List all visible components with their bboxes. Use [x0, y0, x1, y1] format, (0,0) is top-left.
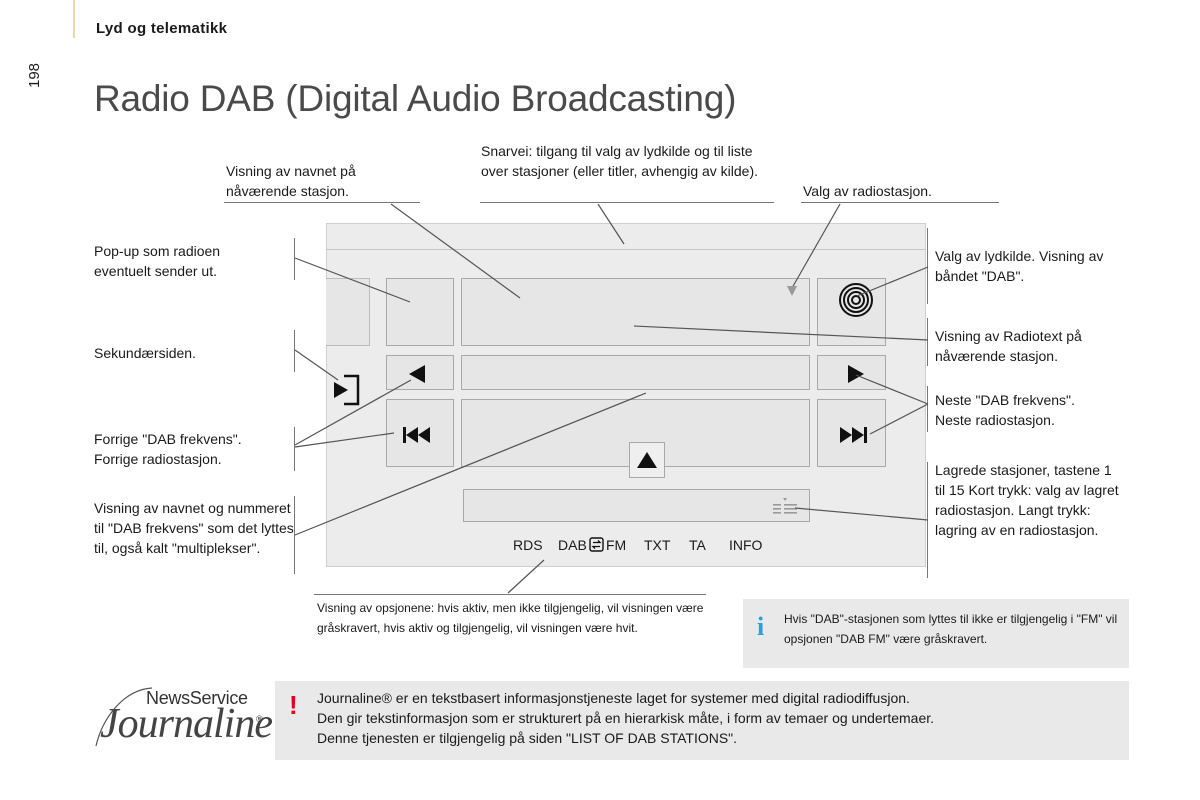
callout-station-name: Visning av navnet på nåværende stasjon. [226, 163, 356, 199]
logo-swoosh [95, 687, 153, 747]
multiplex-panel[interactable] [463, 489, 810, 522]
triangle-up-icon [637, 452, 657, 468]
skip-back-icon [403, 427, 430, 443]
callout-secondary: Sekundærsiden. [94, 345, 196, 361]
info-note [743, 599, 1129, 668]
logo-registered-mark: ® [256, 714, 263, 724]
callout-presets: Lagrede stasjoner, tastene 1 til 15 Kort… [935, 462, 1119, 538]
option-dab[interactable]: DAB [558, 537, 587, 553]
callout-bracket [294, 496, 295, 574]
prev-frequency-button[interactable] [386, 399, 454, 467]
callout-bracket [294, 330, 295, 372]
warning-line: Den gir tekstinformasjon som er struktur… [317, 710, 935, 726]
option-info[interactable]: INFO [729, 537, 763, 553]
triangle-left-icon [409, 365, 425, 383]
logo-journaline: Journaline [100, 701, 273, 747]
triangle-right-icon [848, 365, 864, 383]
info-note-text: Hvis "DAB"-stasjonen som lyttes til ikke… [784, 612, 1118, 646]
secondary-page-icon[interactable] [332, 374, 360, 406]
warning-note [275, 681, 1129, 760]
callout-station-select: Valg av radiostasjon. [803, 183, 932, 199]
callout-options: Visning av opsjonene: hvis aktiv, men ik… [317, 601, 704, 635]
radio-waves-icon [839, 283, 873, 317]
page-title: Radio DAB (Digital Audio Broadcasting) [94, 78, 737, 119]
logo-newsservice: NewsService [146, 688, 248, 708]
callout-bracket [294, 238, 295, 280]
callout-multiplex: Visning av navnet og nummeret til "DAB f… [94, 500, 294, 556]
enter-page-icon [334, 374, 360, 406]
screen-top-bar [326, 249, 926, 250]
option-rds[interactable]: RDS [513, 537, 543, 553]
callout-prev: Forrige "DAB frekvens". Forrige radiosta… [94, 431, 242, 467]
popup-button[interactable] [386, 278, 454, 346]
preset-list-icon [773, 498, 797, 514]
next-frequency-button[interactable] [817, 399, 886, 467]
popup-edge-panel[interactable] [326, 278, 370, 346]
option-txt[interactable]: TXT [644, 537, 671, 553]
option-fm[interactable]: FM [606, 537, 627, 553]
warning-line: Denne tjenesten er tilgjengelig på siden… [317, 730, 738, 746]
callout-next: Neste "DAB frekvens". Neste radiostasjon… [935, 392, 1075, 428]
exclamation-icon: ! [289, 690, 298, 720]
scroll-up-button[interactable] [629, 442, 665, 478]
callout-overline [314, 594, 706, 595]
switch-icon [589, 537, 604, 552]
page-edge-mark [73, 0, 75, 38]
callout-underline [224, 202, 420, 203]
radiotext-panel[interactable] [461, 355, 810, 390]
callout-underline [801, 202, 999, 203]
callout-underline [480, 202, 774, 203]
section-header: Lyd og telematikk [96, 20, 228, 37]
warning-note-text: Journaline® er en tekstbasert informasjo… [317, 688, 1117, 748]
next-station-button[interactable] [817, 355, 886, 390]
station-name-panel[interactable] [461, 278, 810, 346]
callout-bracket [927, 228, 928, 304]
callout-popup: Pop-up som radioen eventuelt sender ut. [94, 243, 221, 279]
callout-shortcut: Snarvei: tilgang til valg av lydkilde og… [481, 143, 759, 179]
warning-line: Journaline® er en tekstbasert informasjo… [317, 690, 910, 706]
skip-forward-icon [840, 427, 867, 443]
info-icon: i [757, 612, 765, 641]
prev-station-button[interactable] [386, 355, 454, 390]
callout-radiotext: Visning av Radiotext på nåværende stasjo… [935, 328, 1082, 364]
option-ta[interactable]: TA [689, 537, 706, 553]
callout-bracket [927, 318, 928, 366]
callout-bracket [927, 386, 928, 432]
callout-source: Valg av lydkilde. Visning av båndet "DAB… [935, 248, 1104, 284]
callout-bracket [294, 427, 295, 471]
